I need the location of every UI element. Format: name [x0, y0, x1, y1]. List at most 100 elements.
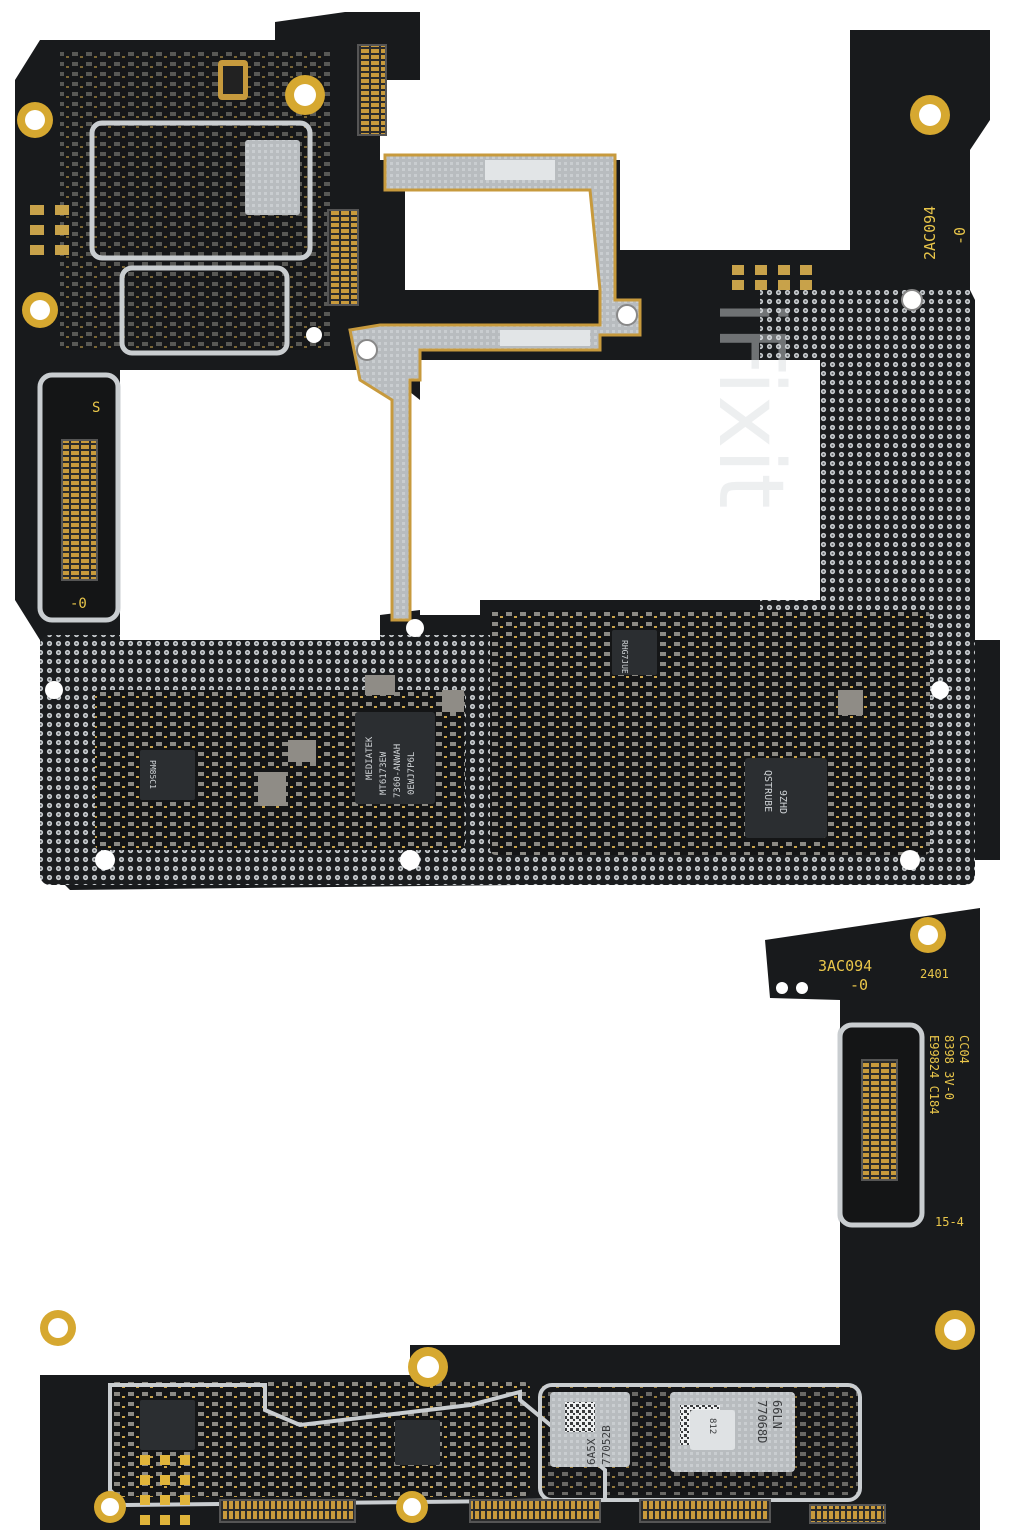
connector-suffix-label: -0	[70, 596, 87, 612]
svg-text:77068D: 77068D	[755, 1400, 769, 1443]
notch-hole	[796, 982, 808, 994]
lower-board-substrate	[40, 908, 980, 1530]
mediatek-text-1: MEDIATEK	[365, 736, 375, 780]
mounting-hole-center	[944, 1319, 966, 1341]
upper-revision-suffix: -0	[951, 227, 969, 245]
camera-cutout-top	[405, 190, 600, 290]
bottom-connector-3	[639, 1499, 771, 1523]
svg-text:-0: -0	[951, 227, 969, 245]
bottom-connector-4	[809, 1504, 886, 1524]
lower-vertical-code-2: 8398 3V-0	[942, 1035, 956, 1100]
upper-component-zone-right	[490, 610, 930, 855]
lower-vertical-code-3: CC04	[957, 1035, 971, 1064]
svg-text:CC04: CC04	[957, 1035, 971, 1064]
lower-revision-suffix: -0	[850, 976, 868, 994]
inductor-block	[442, 690, 464, 712]
svg-text:66LN: 66LN	[770, 1400, 784, 1429]
svg-text:8398 3V-0: 8398 3V-0	[942, 1035, 956, 1100]
connector-top	[357, 44, 387, 136]
camera-bracket	[348, 153, 642, 622]
mediatek-text-2: MT6173EW	[379, 751, 389, 795]
bracket-tab-2	[500, 330, 590, 346]
pmic-text-2: 9ZHD	[777, 790, 788, 814]
lower-date-code: 2401	[920, 967, 949, 981]
left-ic-text: PM85C1	[148, 760, 157, 789]
svg-text:2AC094: 2AC094	[921, 206, 939, 260]
svg-text:PM85C1: PM85C1	[148, 760, 157, 789]
svg-text:MT6173EW: MT6173EW	[379, 751, 389, 795]
upper-revision-label: 2AC094	[921, 206, 939, 260]
mediatek-text-3: 7360-ANWAH	[393, 744, 403, 798]
svg-text:9ZHD: 9ZHD	[777, 790, 788, 814]
inductor-block	[838, 690, 863, 715]
small-chip-text: 812	[707, 1418, 717, 1434]
svg-text:6A5X: 6A5X	[585, 1438, 598, 1465]
lower-vertical-code-1: E99824 C184	[927, 1035, 941, 1114]
svg-text:E99824 C184: E99824 C184	[927, 1035, 941, 1114]
lower-gold-pads	[140, 1455, 190, 1525]
mounting-hole-center	[294, 84, 316, 106]
notch-hole	[776, 982, 788, 994]
inductor-block	[258, 772, 286, 806]
shield-plate-chip	[245, 140, 300, 215]
ifixit-watermark: iFixit	[698, 300, 803, 509]
pmic-chip	[745, 758, 827, 838]
mounting-hole-center	[101, 1498, 119, 1516]
svg-text:RHG7JUE: RHG7JUE	[620, 640, 629, 674]
rf-chip-text-1: 77068D	[755, 1400, 769, 1443]
svg-text:iFixit: iFixit	[698, 300, 803, 509]
lower-connector-vertical	[861, 1059, 898, 1181]
mounting-hole-center	[918, 925, 938, 945]
right-ic	[612, 630, 657, 675]
small-chip	[690, 1410, 735, 1450]
mounting-hole-center	[417, 1356, 439, 1378]
upper-logic-board: MEDIATEK MT6173EW 7360-ANWAH 0EWJ7P6L QS…	[15, 12, 1000, 1228]
screw-hole	[616, 304, 638, 326]
pmic-text-1: QSTRUBE	[762, 770, 773, 812]
screw-hole	[95, 850, 115, 870]
shield-can-top-left	[89, 120, 313, 261]
lower-ic-left	[140, 1400, 195, 1450]
mediatek-text-4: 0EWJ7P6L	[407, 752, 417, 795]
pa-chip-text-1: 77052B	[600, 1425, 613, 1465]
gold-pads	[30, 205, 812, 290]
svg-text:QSTRUBE: QSTRUBE	[762, 770, 773, 812]
mediatek-chip	[355, 712, 435, 804]
screw-hole	[45, 681, 63, 699]
pa-qr-code	[565, 1402, 595, 1432]
camera-cutout-left	[120, 370, 420, 640]
screw-hole	[406, 619, 424, 637]
screw-hole	[900, 850, 920, 870]
mounting-hole-center	[48, 1318, 68, 1338]
mounting-hole-center	[25, 110, 45, 130]
microphone-inner	[223, 66, 243, 94]
screw-hole	[356, 339, 378, 361]
svg-text:0EWJ7P6L: 0EWJ7P6L	[407, 752, 417, 795]
camera-cutout-right	[420, 360, 820, 615]
left-ic	[140, 750, 195, 800]
svg-text:77052B: 77052B	[600, 1425, 613, 1465]
screw-hole	[400, 850, 420, 870]
connector-center	[327, 209, 359, 306]
bottom-connector-1	[219, 1499, 356, 1523]
lower-ic-mid	[395, 1420, 440, 1465]
inductor-block	[365, 675, 395, 695]
screw-hole	[306, 327, 322, 343]
mounting-hole-center	[919, 104, 941, 126]
inductor-block	[288, 740, 316, 762]
mounting-hole-center	[403, 1498, 421, 1516]
connector-left	[61, 439, 98, 581]
svg-text:7360-ANWAH: 7360-ANWAH	[393, 744, 403, 798]
pa-chip-text-2: 6A5X	[585, 1438, 598, 1465]
svg-text:812: 812	[707, 1418, 717, 1434]
screw-hole	[901, 289, 923, 311]
lower-side-code: 15-4	[935, 1215, 964, 1229]
screw-hole	[931, 681, 949, 699]
shield-can-mid-left	[119, 265, 290, 356]
right-ic-text: RHG7JUE	[620, 640, 629, 674]
bottom-connector-2	[469, 1499, 601, 1523]
svg-text:MEDIATEK: MEDIATEK	[365, 736, 375, 780]
connector-flag-label: S	[92, 400, 100, 416]
lower-sub-board: 77068D 66LN 77052B 6A5X 812	[40, 908, 980, 1530]
